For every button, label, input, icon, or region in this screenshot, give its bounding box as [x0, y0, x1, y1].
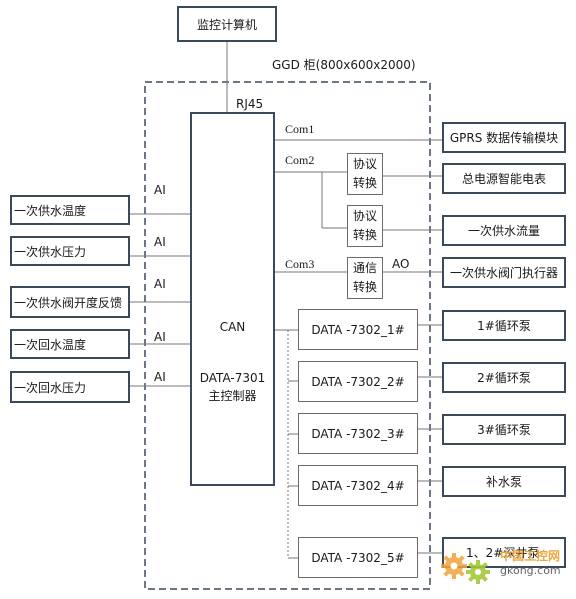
- sensor-box: 一次供水阀开度反馈: [10, 286, 130, 318]
- power-meter-label: 总电源智能电表: [461, 172, 546, 186]
- com2-label: Com2: [285, 153, 315, 167]
- ai-label: AI: [154, 183, 166, 197]
- pump-box: 2#循环泵: [442, 362, 566, 393]
- sensor-label: 一次供水阀开度反馈: [14, 295, 123, 310]
- io-module-label: DATA -7302_4#: [311, 478, 405, 493]
- comm-converter: 通信 转换: [347, 257, 383, 299]
- pump-label: 1#循环泵: [477, 319, 531, 333]
- main-controller-box: CAN DATA-7301 主控制器: [190, 112, 275, 486]
- io-module-box: DATA -7302_3#: [298, 413, 418, 454]
- sensor-label: 一次供水压力: [14, 244, 87, 259]
- power-meter-box: 总电源智能电表: [442, 163, 566, 194]
- protocol-converter: 协议 转换: [347, 153, 383, 195]
- valve-actuator-label: 一次供水阀门执行器: [449, 266, 558, 280]
- sensor-box: 一次回水温度: [10, 329, 130, 359]
- sensor-label: 一次回水压力: [14, 380, 87, 395]
- io-module-label: DATA -7302_3#: [311, 426, 405, 441]
- valve-actuator-box: 一次供水阀门执行器: [442, 257, 566, 288]
- controller-model: DATA-7301: [199, 371, 266, 385]
- sensor-label: 一次回水温度: [14, 337, 87, 352]
- gprs-module-label: GPRS 数据传输模块: [449, 131, 559, 145]
- controller-name: 主控制器: [208, 389, 257, 403]
- ai-label: AI: [154, 370, 166, 384]
- ai-label: AI: [154, 277, 166, 291]
- pump-box: 3#循环泵: [442, 414, 566, 445]
- pump-box: 1#循环泵: [442, 310, 566, 341]
- com3-label: Com3: [285, 257, 315, 271]
- pump-box: 补水泵: [442, 466, 566, 497]
- converter-line: 通信: [352, 261, 377, 275]
- com1-label: Com1: [285, 122, 315, 136]
- io-module-label: DATA -7302_5#: [311, 550, 405, 565]
- converter-line: 转换: [352, 176, 377, 190]
- gear-logo-icon: [441, 553, 490, 584]
- pump-box: 1、2#深井泵: [442, 537, 566, 568]
- can-label: CAN: [219, 320, 246, 334]
- converter-line: 转换: [352, 228, 377, 242]
- flow-meter-box: 一次供水流量: [442, 215, 566, 246]
- sensor-box: 一次回水压力: [10, 371, 130, 403]
- monitor-computer-label: 监控计算机: [196, 17, 257, 32]
- ao-label: AO: [392, 257, 410, 271]
- pump-label: 补水泵: [485, 475, 522, 489]
- watermark-text: 中国工控网: [500, 549, 561, 563]
- io-module-box: DATA -7302_1#: [298, 309, 418, 350]
- cabinet-label: GGD 柜(800x600x2000): [272, 58, 416, 72]
- converter-line: 协议: [352, 209, 377, 223]
- io-module-label: DATA -7302_1#: [311, 322, 405, 337]
- converter-line: 协议: [352, 157, 377, 171]
- sensor-box: 一次供水温度: [10, 195, 130, 225]
- ai-label: AI: [154, 330, 166, 344]
- pump-label: 3#循环泵: [477, 423, 531, 437]
- sensor-label: 一次供水温度: [14, 203, 87, 218]
- pump-label: 1、2#深井泵: [466, 546, 540, 560]
- ai-label: AI: [154, 235, 166, 249]
- monitor-computer-box: 监控计算机: [177, 6, 277, 42]
- io-module-box: DATA -7302_4#: [298, 465, 418, 506]
- flow-meter-label: 一次供水流量: [467, 224, 540, 238]
- io-module-box: DATA -7302_2#: [298, 361, 418, 402]
- protocol-converter: 协议 转换: [347, 205, 383, 247]
- watermark-url: gkong.com: [500, 564, 561, 577]
- converter-line: 转换: [352, 280, 377, 294]
- gprs-module-box: GPRS 数据传输模块: [442, 122, 566, 153]
- pump-label: 2#循环泵: [477, 371, 531, 385]
- io-module-box: DATA -7302_5#: [298, 537, 418, 578]
- io-module-label: DATA -7302_2#: [311, 374, 405, 389]
- sensor-box: 一次供水压力: [10, 236, 130, 266]
- rj45-label: RJ45: [236, 97, 264, 111]
